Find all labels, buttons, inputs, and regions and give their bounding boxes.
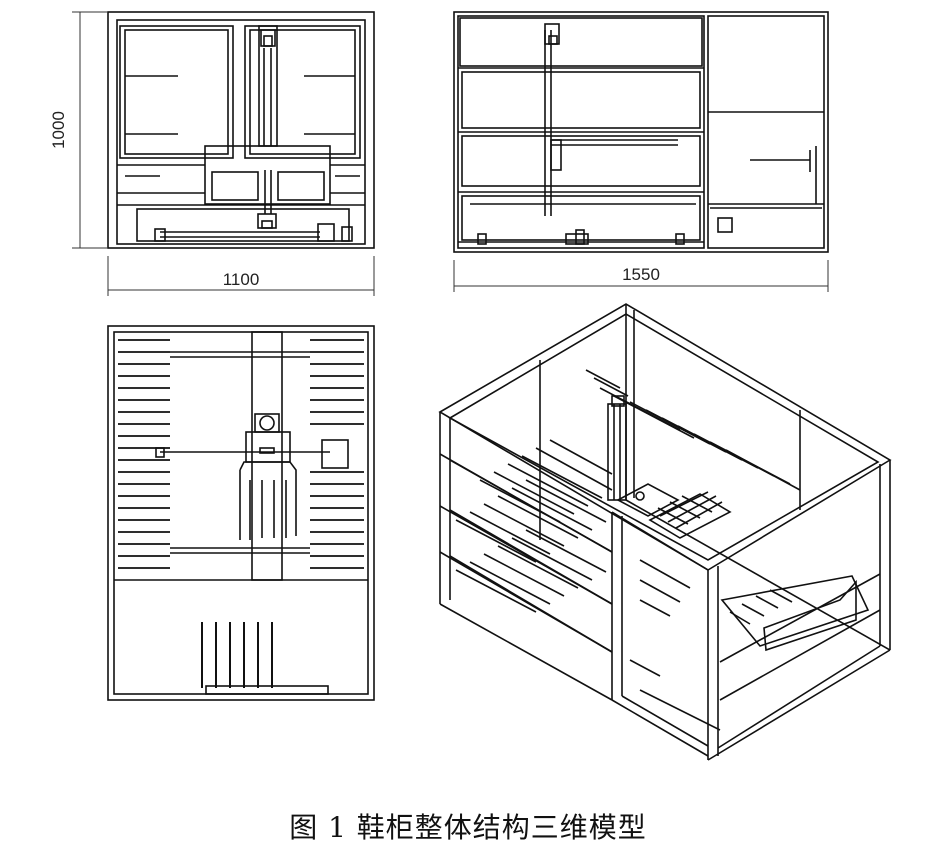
front-view: [72, 11, 375, 296]
figure-drawing: 1100 1000 1550: [49, 11, 892, 761]
top-view: [107, 325, 375, 701]
front-height-dim: 1000: [49, 111, 68, 149]
side-width-dim: 1550: [622, 265, 660, 284]
figure-caption: 图 1 鞋柜整体结构三维模型: [289, 811, 647, 844]
isometric-view: [438, 303, 892, 761]
front-width-dim: 1100: [223, 270, 260, 289]
side-view: [453, 11, 829, 292]
